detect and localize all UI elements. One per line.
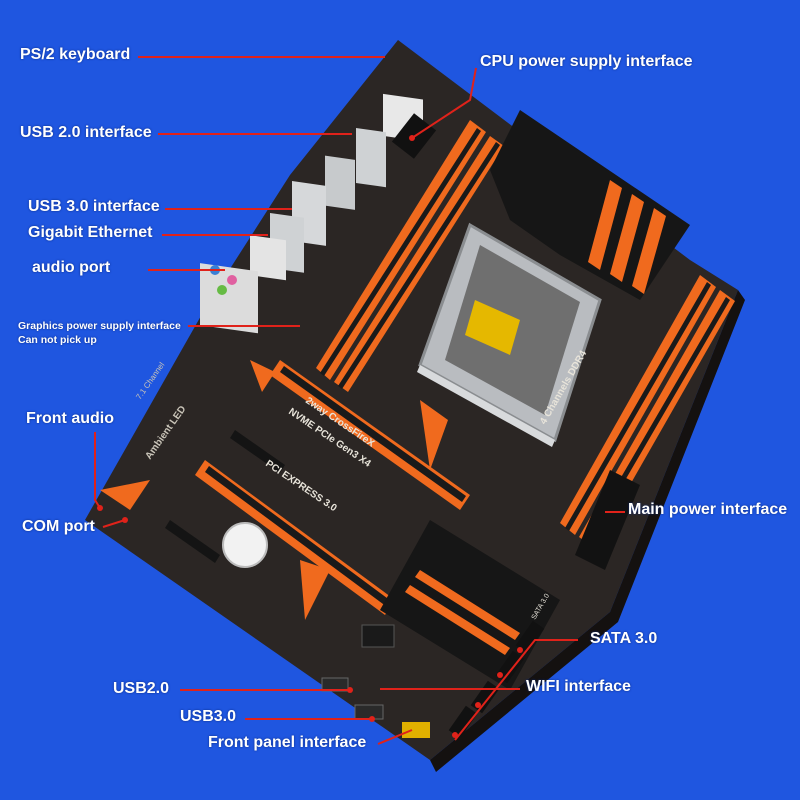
- heatsink-stripe: [588, 180, 622, 270]
- leader-com: [102, 519, 126, 528]
- pcie-x1-slot: [165, 520, 220, 563]
- leader-dot: [409, 135, 415, 141]
- leader-front-audio: [94, 432, 101, 509]
- label-sata3: SATA 3.0: [590, 630, 658, 647]
- leader-dot: [347, 687, 353, 693]
- label-audio-port: audio port: [32, 259, 111, 276]
- main-power-connector: [575, 470, 640, 570]
- front-panel-header: [402, 722, 430, 738]
- usb2-ports-b: [325, 155, 355, 210]
- chipset-stripe: [415, 570, 520, 640]
- rear-io-panel: [200, 93, 423, 334]
- label-usb2-header: USB2.0: [113, 680, 170, 697]
- pcie-slots: [165, 360, 470, 615]
- label-wifi: WIFI interface: [526, 678, 631, 695]
- leader-dot: [122, 517, 128, 523]
- heatsink-stripe: [610, 194, 644, 282]
- debug-led-display: [361, 624, 395, 648]
- label-main-power: Main power interface: [628, 501, 788, 518]
- heatsink-stripe: [632, 208, 666, 294]
- dimm-slots-left: [316, 120, 504, 392]
- vrm-heatsink: [490, 110, 690, 300]
- pcb-decoration: [300, 560, 330, 620]
- leader-dot: [517, 647, 523, 653]
- leader-dots: [97, 135, 523, 738]
- label-front-panel: Front panel interface: [208, 734, 367, 751]
- dimm-slot-inner: [338, 142, 500, 389]
- label-graphics-power-line2: Can not pick up: [18, 334, 97, 346]
- audio-jack: [227, 275, 237, 285]
- leader-dot: [475, 702, 481, 708]
- pcie-x1-slot: [230, 430, 285, 473]
- label-ps2-keyboard: PS/2 keyboard: [20, 46, 131, 63]
- usb3-header: [354, 704, 384, 720]
- cmos-battery: [222, 522, 268, 568]
- leader-dot: [97, 505, 103, 511]
- leader-dot: [497, 672, 503, 678]
- usb2-ports: [356, 128, 386, 188]
- label-cpu-power: CPU power supply interface: [480, 53, 693, 70]
- label-com-port: COM port: [22, 518, 95, 535]
- sata-port: [448, 705, 478, 739]
- label-graphics-power: Graphics power supply interface Can not …: [18, 319, 181, 347]
- label-gigabit-ethernet: Gigabit Ethernet: [28, 224, 153, 241]
- leader-cpu-power: [411, 67, 477, 139]
- leader-lines: [94, 56, 625, 745]
- pcb-decoration: [420, 400, 448, 470]
- pcie-slot-primary-inner: [280, 366, 466, 502]
- leader-front-panel: [377, 729, 413, 745]
- sata-port: [515, 620, 545, 654]
- dimm-slot-inner: [565, 282, 711, 531]
- pcb-decoration: [250, 360, 275, 392]
- audio-jack: [217, 285, 227, 295]
- leader-dot: [452, 732, 458, 738]
- pcie-slot-secondary-inner: [205, 466, 391, 607]
- label-usb2-interface: USB 2.0 interface: [20, 124, 152, 141]
- ethernet-port: [250, 235, 286, 281]
- chipset-stripe: [405, 585, 510, 655]
- socket-lever: [417, 365, 555, 447]
- label-graphics-power-line1: Graphics power supply interface: [18, 320, 181, 332]
- pcb-decoration: [100, 480, 150, 510]
- leader-sata: [454, 639, 578, 741]
- label-usb3-header: USB3.0: [180, 708, 237, 725]
- dimm-slot-inner: [320, 128, 481, 376]
- label-front-audio: Front audio: [26, 410, 114, 427]
- leader-dot: [369, 716, 375, 722]
- audio-jacks: [200, 263, 258, 334]
- socket-warning-label: [465, 300, 520, 355]
- label-usb3-interface: USB 3.0 interface: [28, 198, 160, 215]
- cpu-socket: [417, 222, 602, 447]
